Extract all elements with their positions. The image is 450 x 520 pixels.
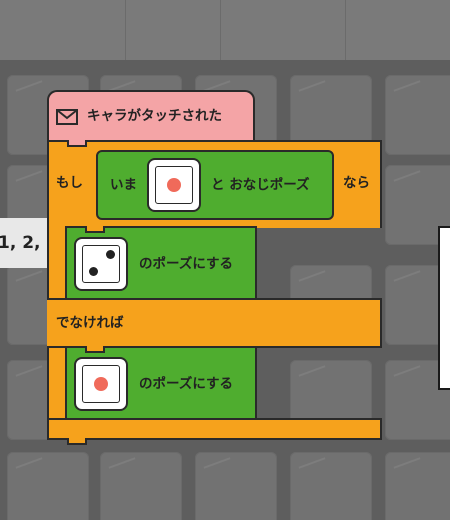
connector-tab <box>85 226 105 233</box>
then-action-label: のポーズにする <box>139 256 233 272</box>
set-pose-block-then[interactable]: のポーズにする <box>65 226 257 300</box>
connector-tab <box>67 140 87 147</box>
side-panel-frame <box>438 226 450 390</box>
pose-dice-two-icon[interactable] <box>74 237 128 291</box>
else-band <box>47 298 382 348</box>
if-else-bottom <box>47 418 382 440</box>
connector-tab <box>67 438 87 445</box>
condition-prefix-label: いま <box>110 177 137 193</box>
if-suffix-label: なら <box>343 175 370 191</box>
grid-tile <box>290 452 372 520</box>
set-pose-block-else[interactable]: のポーズにする <box>65 346 257 420</box>
event-block-character-touched[interactable]: キャラがタッチされた <box>47 90 255 142</box>
else-label: でなければ <box>56 315 124 331</box>
grid-tile <box>195 452 277 520</box>
grid-top-strip <box>0 0 450 60</box>
else-action-label: のポーズにする <box>139 376 233 392</box>
connector-tab <box>85 346 105 353</box>
grid-tile <box>385 75 450 155</box>
envelope-icon <box>56 109 78 125</box>
grid-tile <box>7 452 89 520</box>
pose-dice-one-icon[interactable] <box>147 158 201 212</box>
grid-tile <box>100 452 182 520</box>
condition-same-pose-block[interactable]: いま と おなじポーズ <box>96 150 334 220</box>
pose-dice-one-icon[interactable] <box>74 357 128 411</box>
if-prefix-label: もし <box>56 175 83 191</box>
condition-suffix-label: と おなじポーズ <box>211 177 310 193</box>
event-block-label: キャラがタッチされた <box>87 108 222 124</box>
grid-tile <box>385 452 450 520</box>
background-sequence-label: 1, 2, <box>0 218 54 268</box>
